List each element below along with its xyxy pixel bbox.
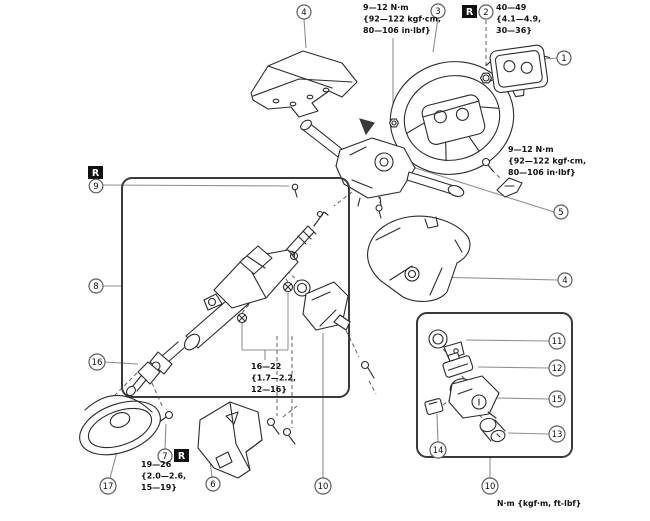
callout-label: 5: [558, 208, 563, 218]
callout-10-inset: 10: [481, 477, 499, 495]
callout-2-wheel-nut: 2: [478, 4, 494, 20]
callout-label: 11: [552, 337, 563, 347]
torque-line: 19—26: [141, 460, 172, 469]
callout-label: 7: [162, 452, 167, 462]
callout-label: 1: [561, 54, 566, 64]
callout-label: 8: [93, 282, 98, 292]
torque-label-column-mounting: 16—22 {1.7—2.2, 12—16}: [251, 362, 296, 394]
column-hole-cover: [79, 394, 161, 456]
replace-marker-letter: R: [178, 451, 186, 462]
torque-line: 30—36}: [496, 26, 532, 35]
switch-mount-screw: [360, 360, 375, 379]
callout-label: 6: [210, 480, 215, 490]
callout-4-upper-cover: 4: [296, 4, 312, 20]
torque-line: 9—12 N·m: [508, 145, 554, 154]
lower-column-cover: [367, 215, 471, 302]
callout-9-screw: 9: [88, 178, 104, 194]
callout-4-lower-cover: 4: [557, 272, 573, 288]
callout-label: 9: [93, 182, 98, 192]
leader-lines: [102, 17, 559, 479]
callout-label: 16: [92, 358, 103, 368]
callout-8-column-assembly: 8: [88, 278, 104, 294]
callout-label: 4: [562, 276, 567, 286]
upper-column-cover: [250, 50, 358, 118]
torque-line: 80—106 in·lbf}: [508, 168, 576, 177]
steering-wheel-bolt: [388, 118, 400, 128]
switch-spacer: [424, 398, 444, 415]
torque-line: 12—16}: [251, 385, 287, 394]
callout-label: 2: [483, 8, 488, 18]
callout-17-hole-cover: 17: [99, 477, 117, 495]
torque-line: 15—19}: [141, 483, 177, 492]
ignition-switch: [293, 279, 351, 331]
replace-marker-left: R: [88, 166, 103, 179]
combination-switch: [300, 119, 465, 207]
replace-marker-top: R: [462, 5, 477, 18]
torque-label-steering-wheel-bolt: 9—12 N·m {92—122 kgf·cm, 80—106 in·lbf}: [363, 3, 441, 35]
torque-line: 80—106 in·lbf}: [363, 26, 431, 35]
callout-6-lower-bracket: 6: [205, 476, 221, 492]
callout-12-key-reminder-switch: 12: [548, 359, 566, 377]
callout-label: 13: [552, 430, 563, 440]
callout-16-universal-joint: 16: [88, 353, 106, 371]
replace-marker-bottom: R: [174, 449, 189, 462]
callout-15-switch-body: 15: [548, 390, 566, 408]
tilt-lever-bolt: [481, 157, 494, 172]
callout-3-steering-wheel: 3: [430, 3, 446, 19]
callout-11-immobilizer-coil: 11: [548, 332, 566, 350]
callout-7-joint-bolt: 7: [157, 448, 173, 464]
callout-5-combination-switch: 5: [553, 204, 569, 220]
callout-14-switch-spacer: 14: [429, 441, 447, 459]
ignition-switch-inset-box: [416, 312, 573, 458]
key-cylinder: [479, 417, 506, 443]
column-clip-wedge: [359, 118, 375, 136]
torque-line: 40—49: [496, 3, 527, 12]
callout-label: 3: [435, 7, 440, 17]
callout-1-airbag-module: 1: [556, 50, 572, 66]
torque-label-airbag-nut: 40—49 {4.1—4.9, 30—36}: [496, 3, 541, 35]
callout-label: 10: [485, 482, 496, 492]
ignition-switch-body: [448, 375, 500, 419]
replace-marker-letter: R: [466, 7, 474, 18]
torque-line: {1.7—2.2,: [251, 374, 296, 383]
steering-wheel: [389, 61, 515, 175]
lower-mount-screws: [266, 417, 296, 445]
switch-screw: [375, 204, 383, 219]
callout-label: 14: [433, 446, 444, 456]
replace-marker-letter: R: [92, 168, 100, 179]
callout-label: 4: [301, 8, 306, 18]
steering-column-assembly: [126, 183, 329, 397]
callout-label: 10: [318, 482, 329, 492]
torque-label-tilt-lever-bolt: 9—12 N·m {92—122 kgf·cm, 80—106 in·lbf}: [508, 145, 586, 177]
column-assembly-box: [121, 177, 350, 398]
torque-line: {92—122 kgf·cm,: [363, 15, 441, 24]
torque-line: {92—122 kgf·cm,: [508, 157, 586, 166]
wheel-lock-nut: [479, 72, 493, 84]
callout-10-ignition-switch: 10: [314, 477, 332, 495]
torque-line: {2.0—2.6,: [141, 472, 186, 481]
torque-label-joint-bolt: 19—26 {2.0—2.6, 15—19}: [141, 460, 186, 492]
torque-line: 16—22: [251, 362, 281, 371]
lower-bracket: [197, 401, 263, 479]
tilt-lever: [496, 177, 523, 198]
airbag-module: [485, 44, 551, 98]
torque-line: 9—12 N·m: [363, 3, 409, 12]
callout-label: 17: [103, 482, 114, 492]
callout-label: 15: [552, 395, 563, 405]
callout-label: 12: [552, 364, 563, 374]
key-reminder-switch: [442, 352, 474, 378]
callout-13-key-cylinder: 13: [548, 425, 566, 443]
torque-line: {4.1—4.9,: [496, 15, 541, 24]
units-note: N·m {kgf·m, ft-lbf}: [497, 499, 581, 508]
